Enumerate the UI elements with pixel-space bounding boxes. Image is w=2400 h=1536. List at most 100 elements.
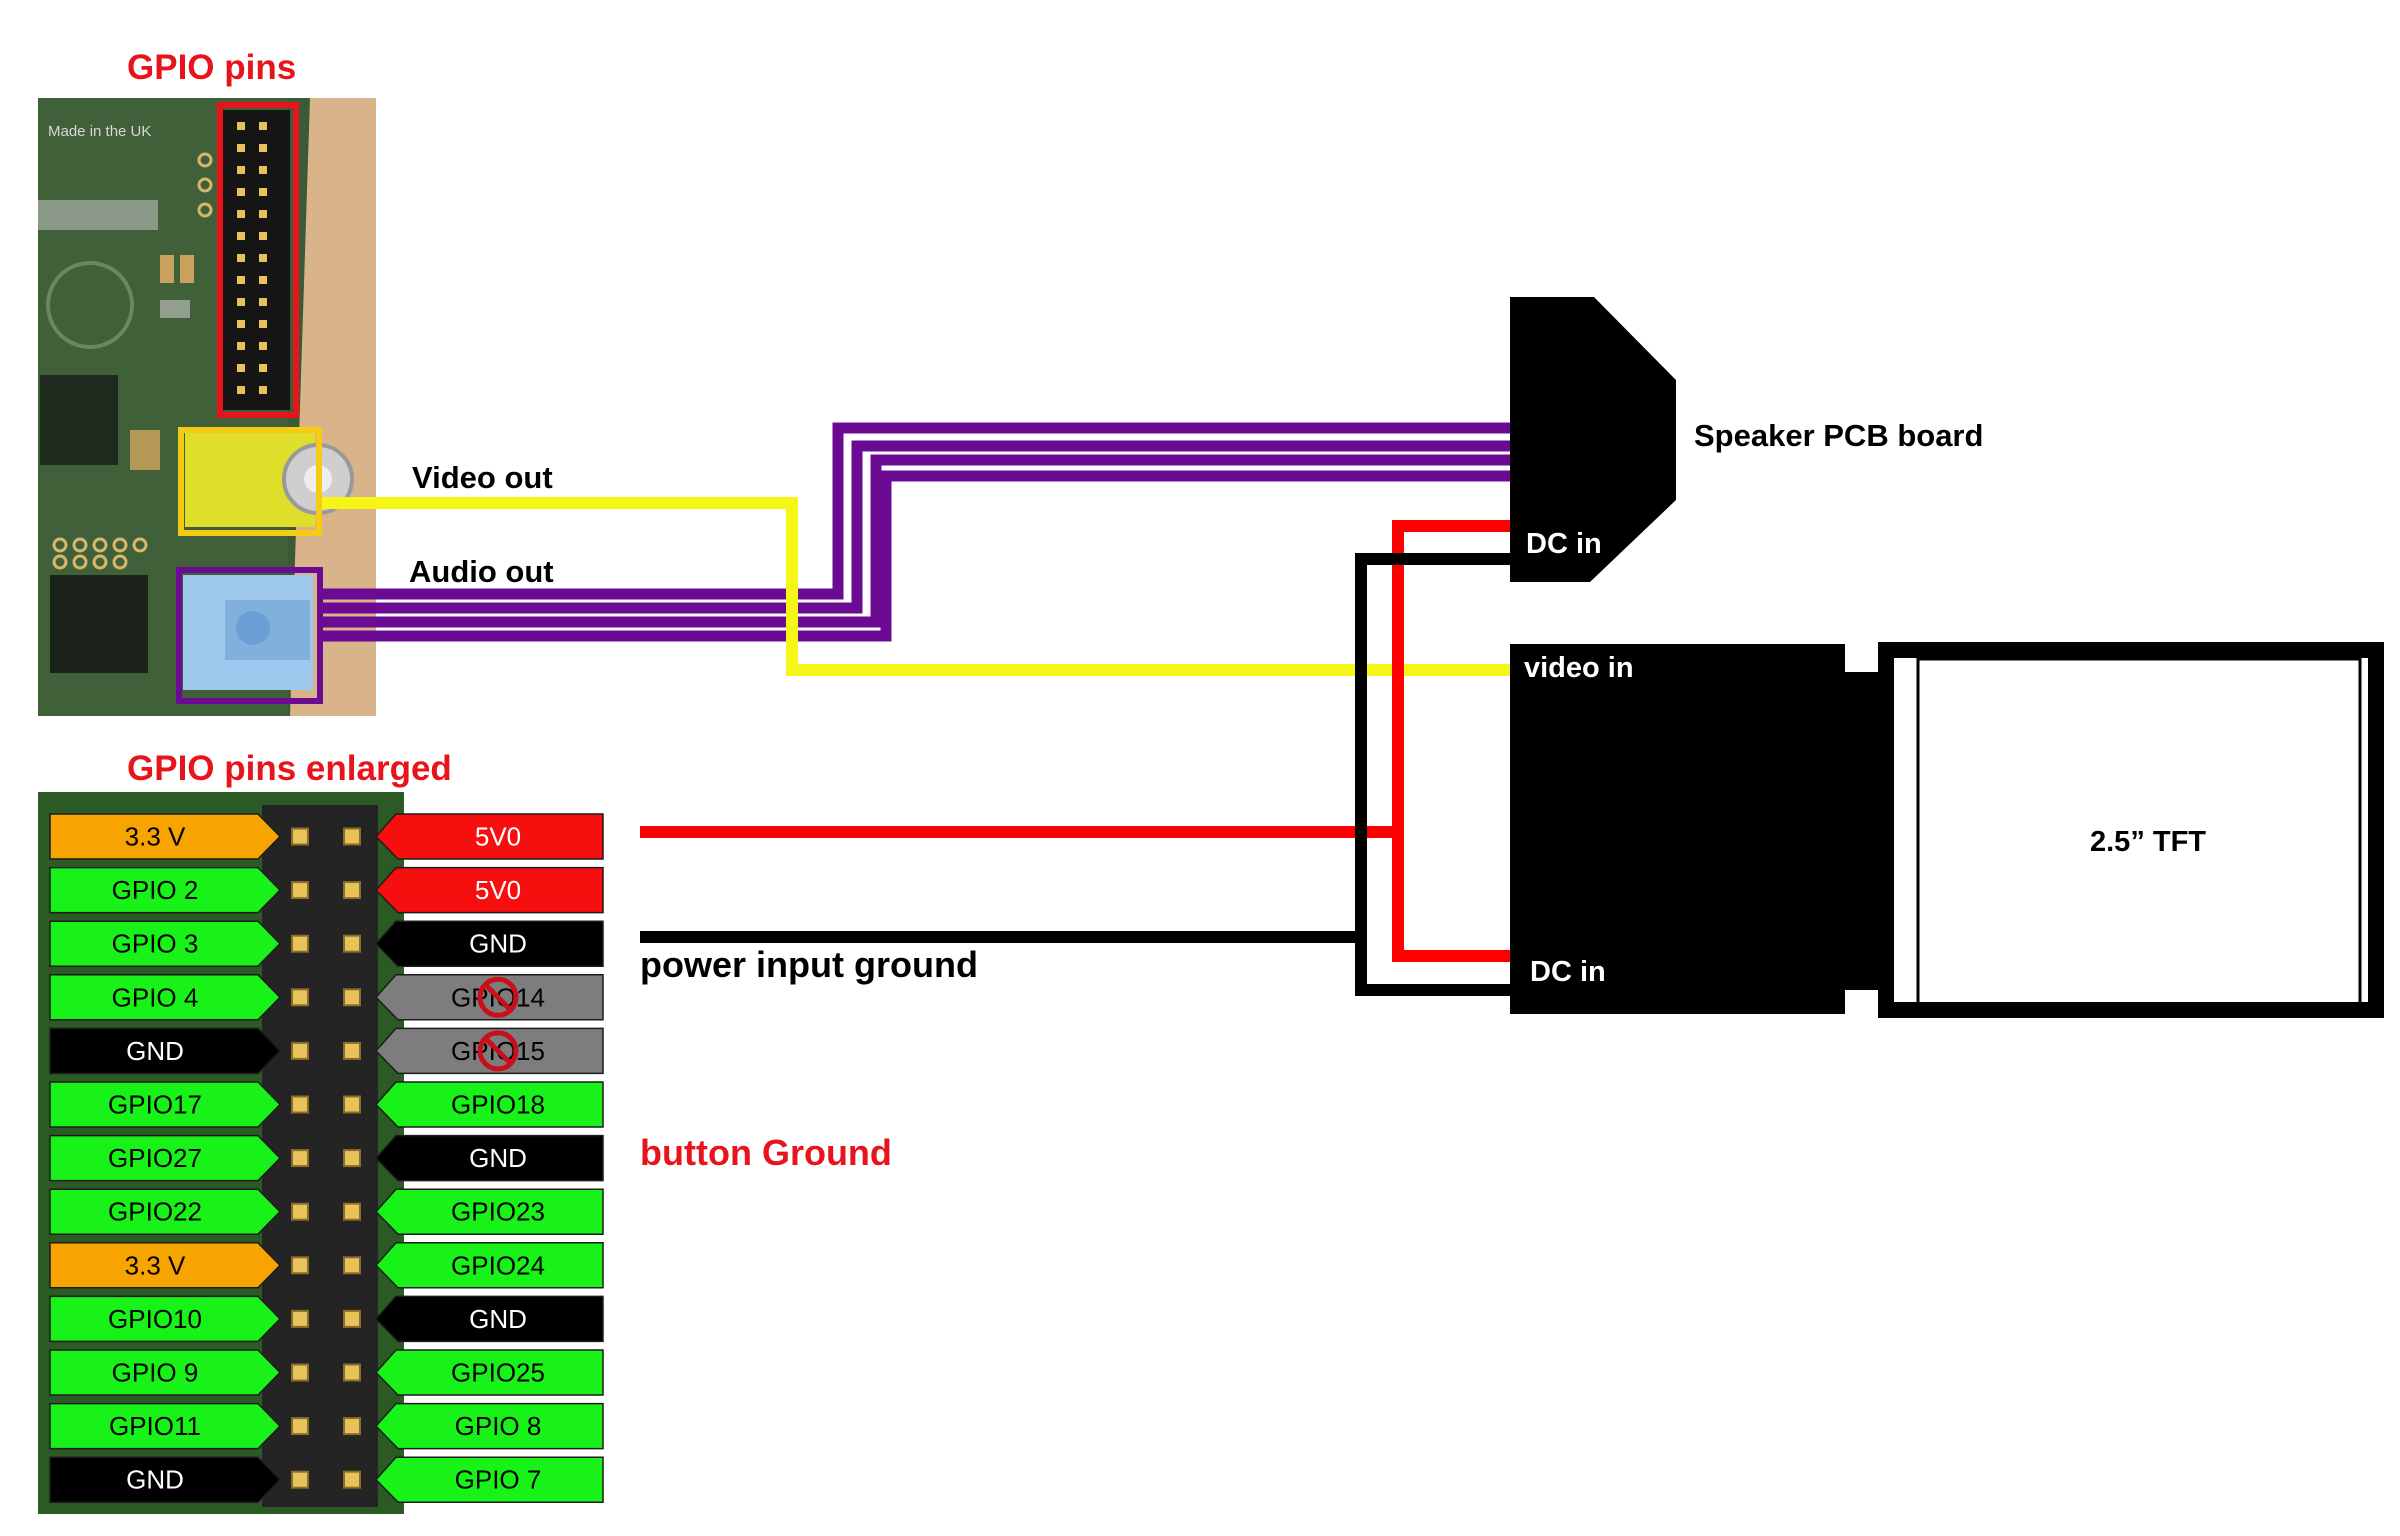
gpio-pad	[291, 1417, 309, 1436]
tft-controller-board	[1510, 644, 1898, 1014]
gpio-left-pin-label: GPIO 2	[112, 875, 199, 905]
gpio-left-pin-label: GPIO11	[109, 1411, 201, 1441]
gpio-right-pin-label: GPIO23	[451, 1197, 545, 1227]
gpio-right-pin	[374, 1402, 604, 1450]
gpio-right-pin	[374, 1188, 604, 1235]
photo-header-pin	[237, 210, 245, 218]
gpio-right-pin	[374, 1295, 604, 1343]
video-out-label: Video out	[412, 460, 553, 495]
gpio-right-pin	[374, 1134, 604, 1182]
photo-header-pin	[237, 276, 245, 284]
video-in-label: video in	[1524, 652, 1634, 684]
gpio-left-pin	[49, 1402, 282, 1450]
photo-header-pin	[237, 254, 245, 262]
tft-screen-inner-border	[1916, 657, 2362, 1006]
gpio-left-pin	[49, 920, 282, 967]
gpio-left-pin-label: GPIO 4	[112, 982, 199, 1012]
gpio-left-pin	[49, 1349, 282, 1396]
photo-header-pin	[259, 254, 267, 262]
gpio-right-pin	[374, 866, 604, 914]
gpio-left-pin	[49, 1295, 282, 1343]
gpio-pad	[291, 881, 309, 900]
gpio-pad	[343, 1149, 361, 1168]
gpio-left-pin	[49, 1027, 282, 1075]
blocked-pin-icon	[477, 1030, 519, 1072]
power-input-ground-label: power input ground	[640, 944, 978, 985]
tft-dc-in-label: DC in	[1530, 956, 1606, 988]
gpio-left-pin	[49, 866, 282, 914]
gpio-pins-highlight	[217, 102, 299, 418]
gpio-right-pin-label: GPIO24	[451, 1250, 545, 1280]
gpio-pad	[291, 1041, 309, 1060]
gpio-left-pin-label: GND	[126, 1465, 184, 1495]
gpio-left-pin	[49, 1188, 282, 1235]
gpio-left-pin	[49, 813, 282, 860]
photo-header-pin	[259, 298, 267, 306]
gpio-right-pin	[374, 1081, 604, 1128]
gpio-right-pin	[374, 1242, 604, 1289]
gpio-right-pin	[374, 1349, 604, 1396]
gpio-left-pin-label: GPIO22	[108, 1197, 202, 1227]
blocked-pin-icon	[477, 976, 519, 1018]
gpio-right-pin-label: 5V0	[475, 822, 521, 852]
photo-header-pin	[237, 122, 245, 130]
gpio-left-pin-label: GND	[126, 1036, 184, 1066]
gpio-left-pin-label: GPIO17	[108, 1090, 202, 1120]
gpio-left-pin-label: 3.3 V	[125, 1250, 186, 1280]
ground-wire	[640, 553, 1516, 996]
gpio-right-pin	[374, 920, 604, 967]
photo-header-pin	[237, 188, 245, 196]
gpio-pad	[343, 1470, 361, 1489]
gpio-left-pin	[49, 974, 282, 1021]
gpio-pins-title: GPIO pins	[127, 48, 297, 87]
raspberry-pi-photo: Made in the UK	[38, 98, 376, 716]
gpio-pad	[343, 1256, 361, 1275]
photo-header-pin	[237, 320, 245, 328]
photo-header-pin	[237, 342, 245, 350]
gpio-left-pin-label: 3.3 V	[125, 822, 186, 852]
photo-header-pin	[259, 342, 267, 350]
gpio-pad	[291, 934, 309, 953]
gpio-left-pin	[49, 1242, 282, 1289]
gpio-pad	[343, 934, 361, 953]
gpio-right-pin-label: GPIO 7	[455, 1465, 542, 1495]
photo-header-pin	[237, 298, 245, 306]
gpio-left-pin-label: GPIO 9	[112, 1358, 199, 1388]
video-wire	[322, 497, 1512, 676]
gpio-left-pin-label: GPIO27	[108, 1143, 202, 1173]
gpio-right-pin-label: GND	[469, 929, 527, 959]
gpio-right-pin-label: GPIO18	[451, 1090, 545, 1120]
button-ground-label: button Ground	[640, 1132, 892, 1173]
tft-label: 2.5” TFT	[2090, 826, 2207, 858]
photo-header-pin	[259, 386, 267, 394]
gpio-pad	[291, 1470, 309, 1489]
gpio-left-pin	[49, 1456, 282, 1503]
photo-header-pin	[259, 144, 267, 152]
photo-header-pin	[259, 166, 267, 174]
gpio-right-pin-label: 5V0	[475, 875, 521, 905]
gpio-pad	[343, 1095, 361, 1114]
blocked-pin-icon-slash	[484, 1037, 512, 1065]
gpio-right-pin-label: GPIO 8	[455, 1411, 542, 1441]
gpio-pad	[343, 1309, 361, 1328]
photo-header-pin	[259, 188, 267, 196]
photo-header-pin	[237, 386, 245, 394]
gpio-right-pin	[374, 974, 604, 1021]
gpio-pad	[343, 1202, 361, 1221]
gpio-left-pin	[49, 1134, 282, 1182]
photo-header-pin	[259, 276, 267, 284]
gpio-pad	[291, 1202, 309, 1221]
gpio-right-pin	[374, 1456, 604, 1503]
photo-header-pin	[237, 144, 245, 152]
photo-header-pin	[259, 210, 267, 218]
gpio-pad	[343, 1417, 361, 1436]
gpio-pad	[291, 1095, 309, 1114]
gpio-pad	[343, 881, 361, 900]
gpio-pad	[291, 988, 309, 1007]
photo-header-pin	[259, 122, 267, 130]
gpio-pad	[343, 827, 361, 846]
photo-header-pin	[237, 232, 245, 240]
gpio-left-pin-label: GPIO10	[108, 1304, 202, 1334]
gpio-right-pin-label: GPIO25	[451, 1358, 545, 1388]
